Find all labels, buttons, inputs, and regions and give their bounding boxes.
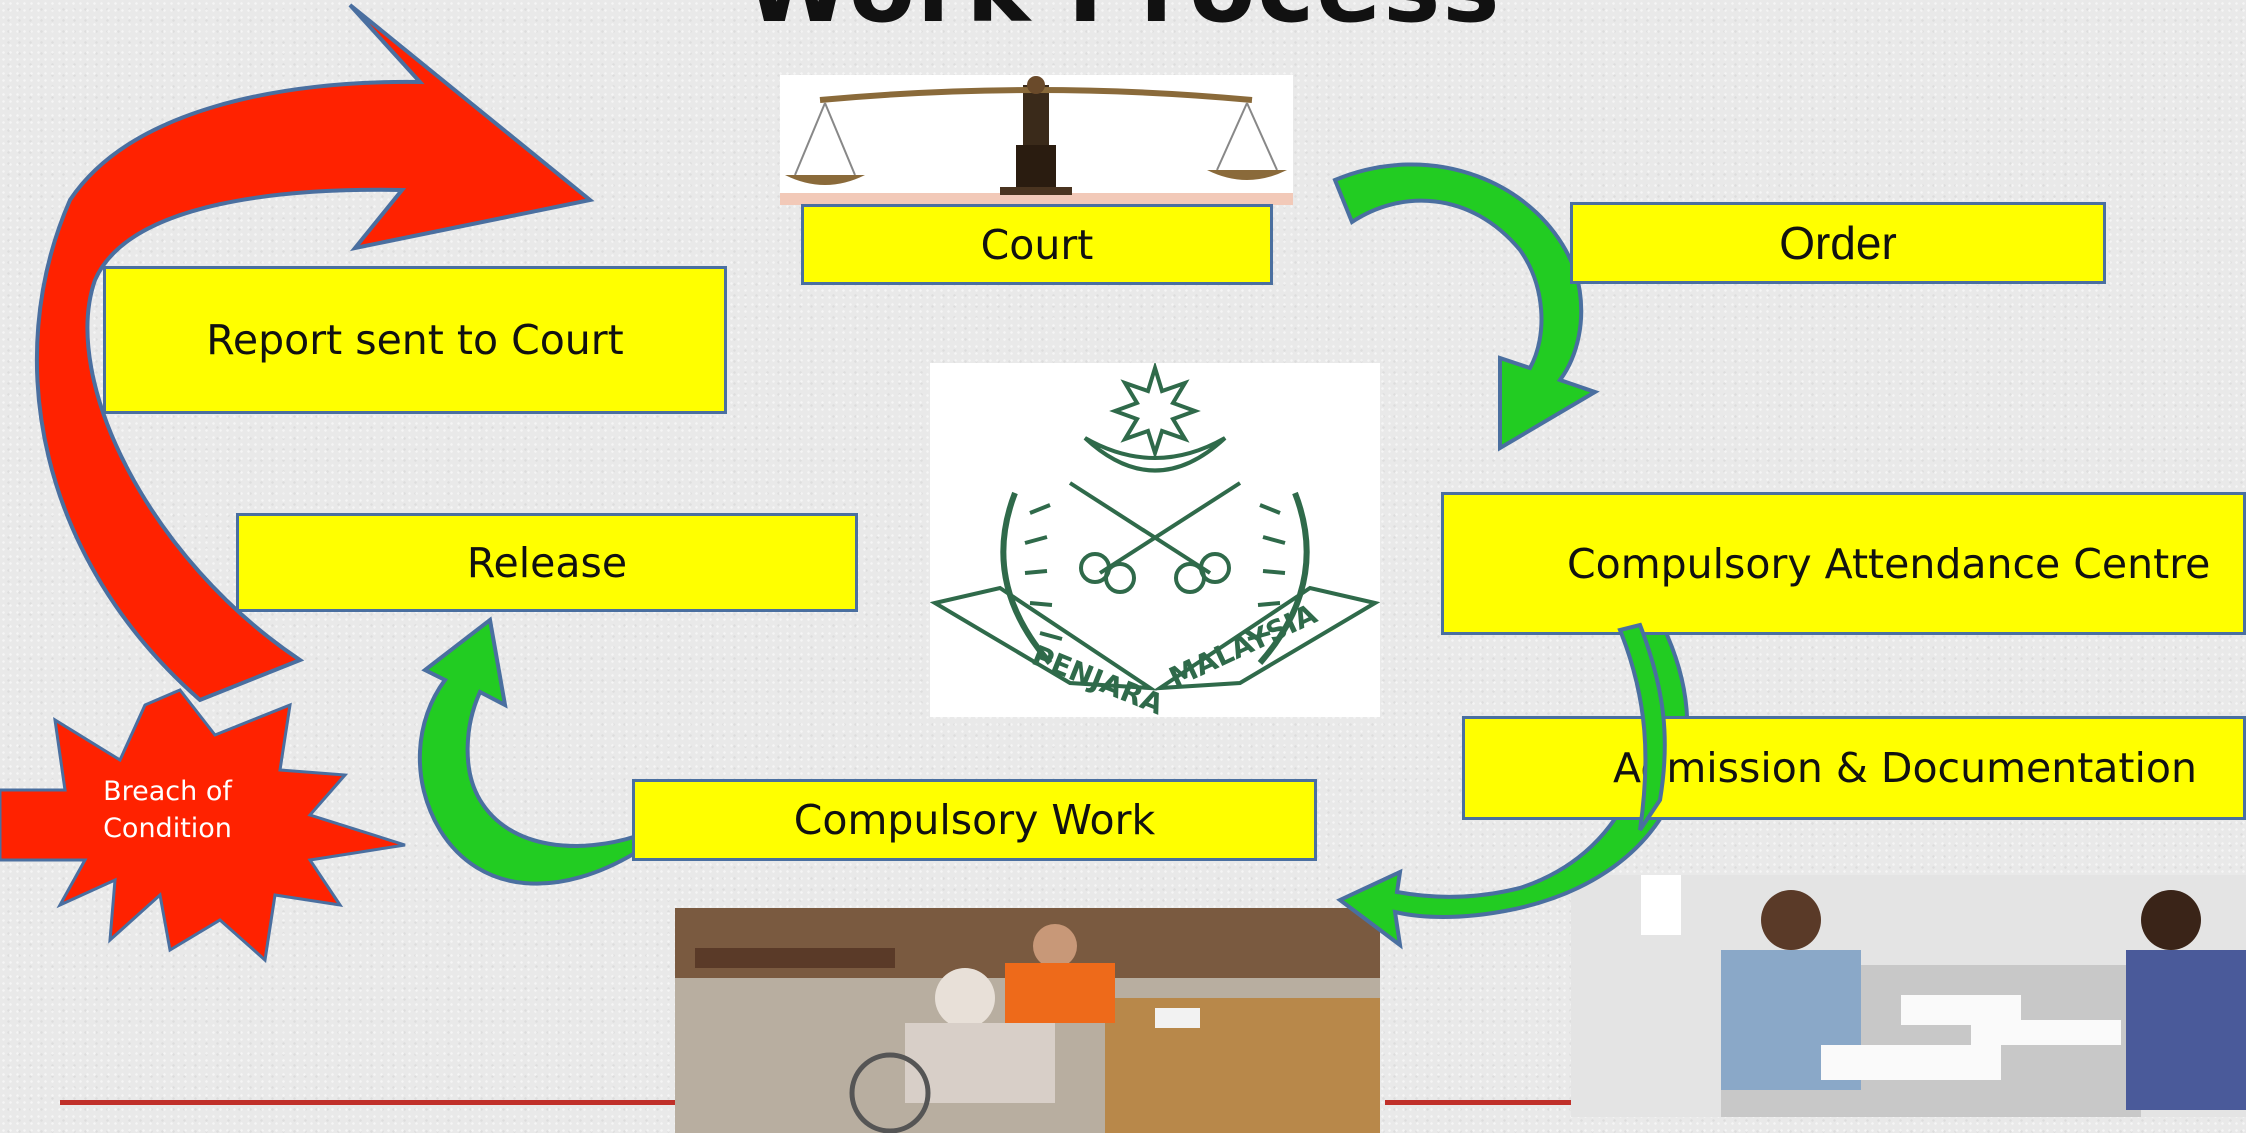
node-compulsory-attendance-centre: Compulsory Attendance Centre — [1441, 492, 2246, 635]
work-to-release-arrow — [417, 616, 642, 886]
node-admission-documentation: Admission & Documentation — [1462, 716, 2246, 820]
slide-title: Work Process — [0, 0, 2246, 44]
node-court: Court — [801, 204, 1273, 285]
node-report-sent-to-court: Report sent to Court — [103, 266, 727, 414]
footer-line-left — [60, 1100, 675, 1105]
breach-starburst — [0, 688, 406, 963]
compulsory-work-photo — [675, 908, 1380, 1133]
court-to-cac-arrow — [1332, 162, 1600, 452]
breach-return-arrow — [34, 3, 595, 703]
node-release: Release — [236, 513, 858, 612]
admission-documentation-photo — [1571, 875, 2246, 1117]
breach-of-condition-label: Breach of Condition — [103, 776, 232, 844]
scales-of-justice-image — [780, 75, 1293, 205]
node-compulsory-work: Compulsory Work — [632, 779, 1317, 861]
penjara-malaysia-emblem: PENJARA MALAYSIA — [930, 363, 1380, 717]
node-order: Order — [1570, 202, 2106, 284]
footer-line-right — [1385, 1100, 1585, 1105]
